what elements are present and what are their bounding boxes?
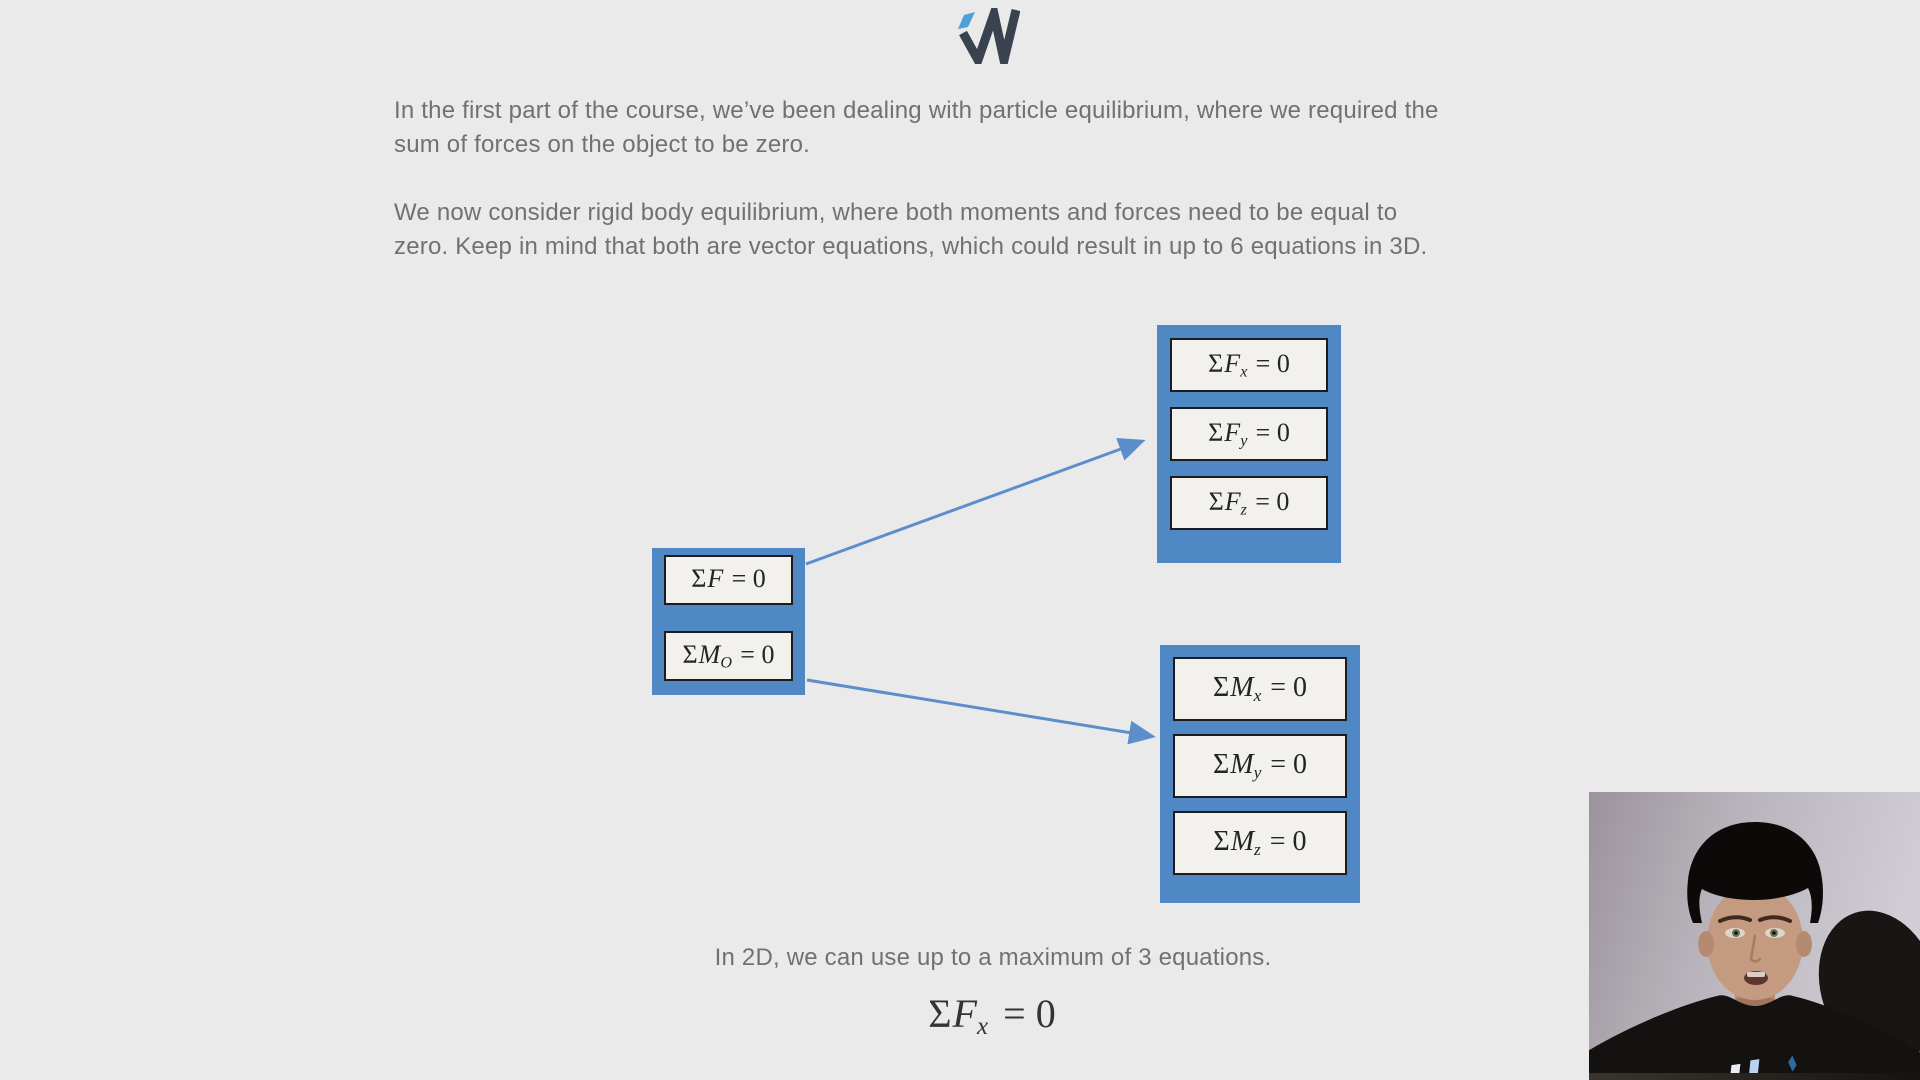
paragraph-rigid-body-equilibrium: We now consider rigid body equilibrium, …	[394, 196, 1624, 264]
paragraph-particle-equilibrium: In the first part of the course, we’ve b…	[394, 94, 1624, 162]
equation-box-sum-fx: ΣFx= 0	[1170, 338, 1328, 392]
right-eyebrow	[1758, 915, 1792, 923]
right-ear	[1796, 931, 1812, 957]
equation-box-sum-my: ΣMy= 0	[1173, 734, 1347, 798]
desk-edge	[1589, 1073, 1920, 1080]
presenter-teeth	[1747, 972, 1765, 977]
presenter-illustration	[1589, 792, 1920, 1080]
equation-sum-mx: ΣMx= 0	[1212, 672, 1308, 705]
equation-sum-fx-large: ΣFx= 0	[928, 991, 1056, 1040]
force-components-group: ΣFx= 0 ΣFy= 0 ΣFz= 0	[1157, 325, 1341, 563]
moment-components-group: ΣMx= 0 ΣMy= 0 ΣMz= 0	[1160, 645, 1360, 903]
equation-box-sum-mx: ΣMx= 0	[1173, 657, 1347, 721]
caption-2d-equations: In 2D, we can use up to a maximum of 3 e…	[714, 944, 1272, 971]
brand-w-logo-icon	[958, 8, 1020, 64]
paragraph-line: zero. Keep in mind that both are vector …	[394, 233, 1428, 260]
equation-sum-mo: ΣMO= 0	[682, 639, 775, 672]
arrow-to-force-equations	[805, 437, 1146, 566]
presenter-hair	[1687, 822, 1823, 923]
left-eyebrow	[1718, 915, 1752, 923]
paragraph-line: sum of forces on the object to be zero.	[394, 131, 811, 158]
equation-box-sum-fy: ΣFy= 0	[1170, 407, 1328, 461]
large-equation-sum-fx: ΣFx= 0	[928, 990, 1055, 1041]
paragraph-line: In the first part of the course, we’ve b…	[394, 97, 1439, 124]
equation-box-sum-f: ΣF= 0	[664, 555, 793, 605]
equation-sum-my: ΣMy= 0	[1212, 749, 1308, 782]
paragraph-line: We now consider rigid body equilibrium, …	[394, 199, 1398, 226]
equation-sum-fz: ΣFz= 0	[1208, 486, 1290, 519]
left-pupil	[1734, 931, 1738, 935]
arrow-to-moment-equations	[806, 678, 1156, 745]
right-pupil	[1772, 931, 1776, 935]
vector-equations-group: ΣF= 0 ΣMO= 0	[652, 548, 805, 695]
equation-box-sum-mo: ΣMO= 0	[664, 631, 793, 681]
equation-box-sum-fz: ΣFz= 0	[1170, 476, 1328, 530]
presenter-nose	[1749, 934, 1762, 963]
equation-sum-fx: ΣFx= 0	[1208, 348, 1290, 381]
equation-box-sum-mz: ΣMz= 0	[1173, 811, 1347, 875]
left-ear	[1698, 931, 1714, 957]
equation-sum-mz: ΣMz= 0	[1213, 826, 1307, 859]
equation-sum-fy: ΣFy= 0	[1208, 417, 1290, 450]
intro-text: In the first part of the course, we’ve b…	[394, 94, 1624, 298]
presenter-torso	[1589, 995, 1920, 1080]
equation-sum-f: ΣF= 0	[691, 563, 766, 593]
presenter-webcam	[1589, 792, 1920, 1080]
